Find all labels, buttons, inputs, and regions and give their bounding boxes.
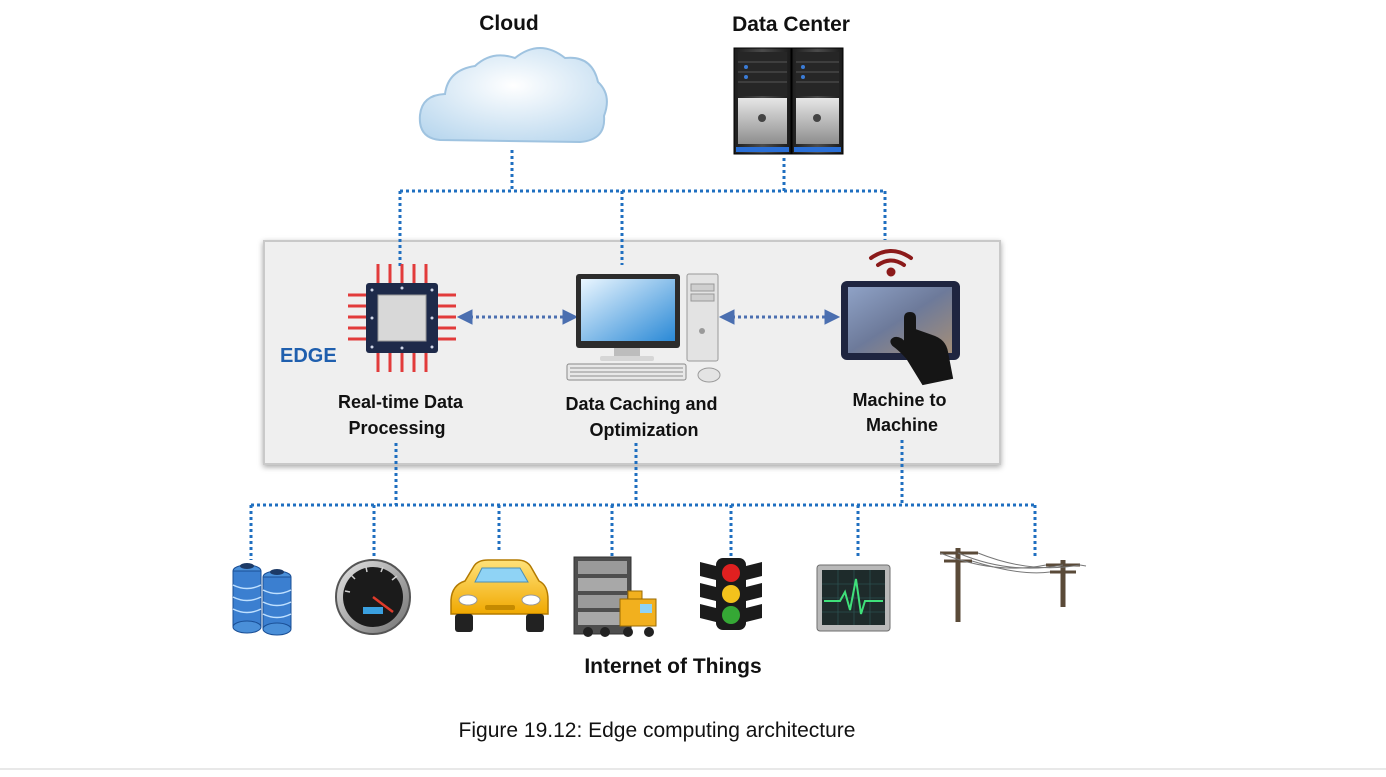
car-icon (450, 559, 549, 632)
touch-tablet-icon (841, 281, 960, 386)
edge-item-label-m2m: Machine to Machine (852, 390, 951, 435)
bottom-connectors (249, 440, 1037, 560)
storage-coils-icon (232, 563, 292, 636)
iot-label: Internet of Things (584, 655, 761, 678)
datacenter-server-icon (733, 47, 844, 155)
desktop-computer-icon (566, 273, 721, 383)
edge-item-label-processing: Real-time Data Processing (338, 392, 468, 438)
heart-monitor-icon (816, 564, 891, 632)
wifi-icon (869, 249, 913, 277)
datacenter-label: Data Center (732, 13, 850, 36)
cloud-label: Cloud (479, 12, 538, 35)
cloud-icon (418, 47, 608, 144)
top-connectors (398, 150, 887, 268)
speedometer-icon (335, 559, 411, 635)
traffic-light-icon (700, 558, 762, 630)
power-poles-icon (939, 548, 1087, 622)
figure-caption: Figure 19.12: Edge computing architectur… (459, 719, 856, 742)
edge-item-label-caching: Data Caching and Optimization (565, 394, 722, 440)
cpu-chip-icon (348, 264, 456, 372)
edge-arrows (456, 309, 841, 325)
edge-title: EDGE (280, 345, 337, 367)
server-truck-icon (573, 556, 657, 637)
